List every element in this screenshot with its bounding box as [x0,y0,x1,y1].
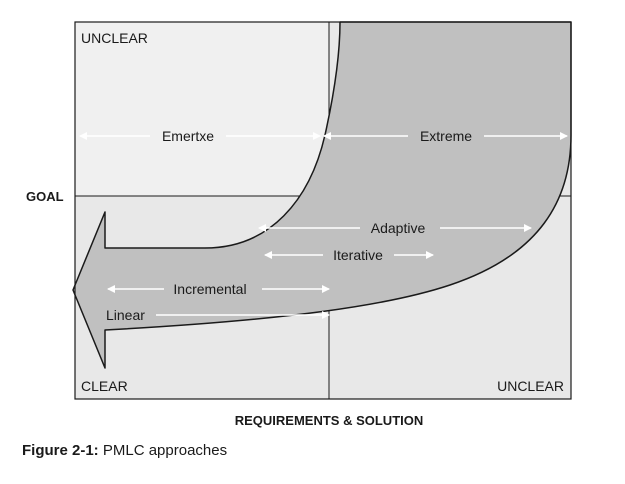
figure-title: PMLC approaches [102,442,228,459]
approach-extreme: Extreme [420,128,472,144]
figure-caption: Figure 2-1: PMLC approaches [22,442,227,459]
chart-border [74,21,572,400]
approach-emertxe: Emertxe [162,128,214,144]
quadrant-top-left [75,22,329,196]
approach-iterative: Iterative [333,247,383,263]
label-unclear-goal: UNCLEAR [81,30,148,46]
label-unclear-requirements: UNCLEAR [497,378,564,394]
figure-number: Figure 2-1: [22,442,99,459]
approach-linear: Linear [106,307,145,323]
approach-adaptive: Adaptive [371,220,426,236]
axis-goal-label: GOAL [26,189,64,204]
approach-incremental: Incremental [173,281,246,297]
axis-requirements-label: REQUIREMENTS & SOLUTION [235,413,424,428]
label-clear: CLEAR [81,378,128,394]
